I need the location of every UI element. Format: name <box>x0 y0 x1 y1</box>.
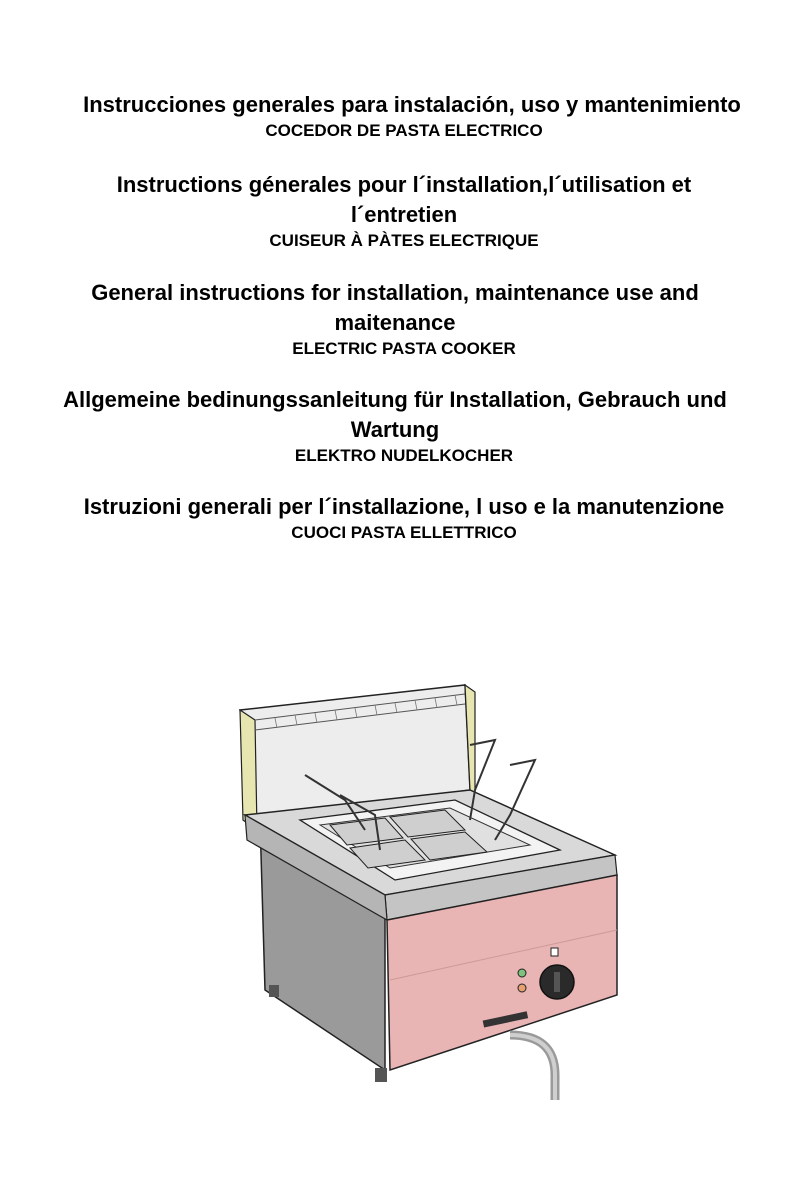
section-italian: Istruzioni generali per l´installazione,… <box>0 492 808 544</box>
pasta-cooker-illustration <box>225 680 645 1110</box>
section-english: General instructions for installation, m… <box>0 278 808 360</box>
section-french: Instructions génerales pour l´installati… <box>0 170 808 252</box>
section-title: Instrucciones generales para instalación… <box>83 92 741 117</box>
section-subtitle: ELECTRIC PASTA COOKER <box>292 339 516 358</box>
section-subtitle: COCEDOR DE PASTA ELECTRICO <box>265 121 543 140</box>
section-title-line1: Allgemeine bedinungssanleitung für Insta… <box>63 387 727 412</box>
section-title-line1: General instructions for installation, m… <box>91 280 699 305</box>
pasta-cooker-icon <box>239 683 618 1100</box>
section-subtitle: CUOCI PASTA ELLETTRICO <box>291 523 517 542</box>
section-subtitle: ELEKTRO NUDELKOCHER <box>294 446 514 465</box>
section-title: Istruzioni generali per l´installazione,… <box>83 494 725 519</box>
section-spanish: Instrucciones generales para instalación… <box>0 90 808 142</box>
section-title-line2: Wartung <box>350 417 440 442</box>
section-title-line2: maitenance <box>334 310 456 335</box>
section-subtitle: CUISEUR À PÀTES ELECTRIQUE <box>269 231 539 250</box>
section-title-line1: Instructions génerales pour l´installati… <box>116 172 692 197</box>
section-german: Allgemeine bedinungssanleitung für Insta… <box>0 385 808 467</box>
section-title-line2: l´entretien <box>350 202 458 227</box>
